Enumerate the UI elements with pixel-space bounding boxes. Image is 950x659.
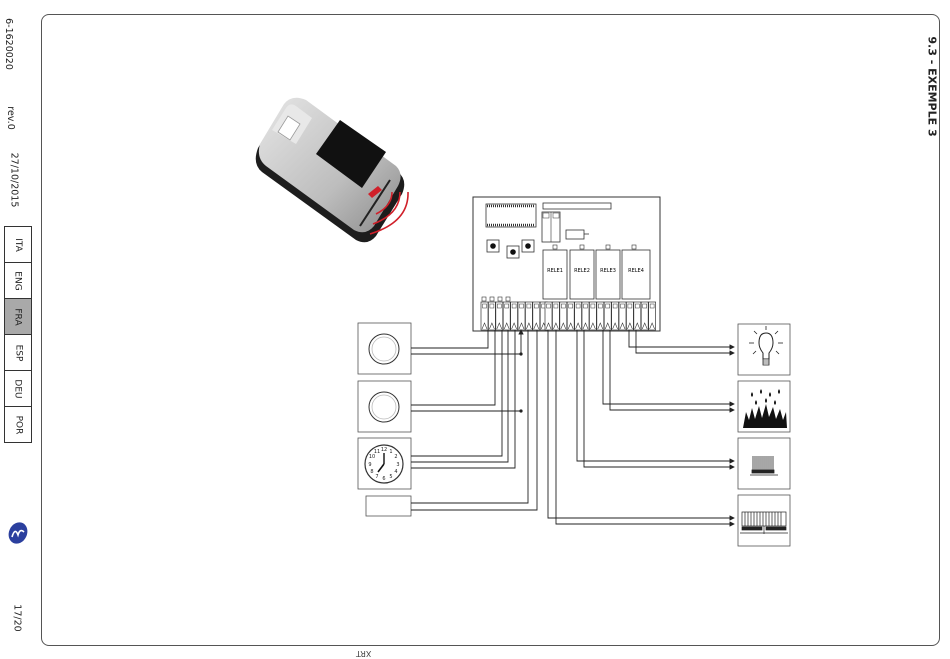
relay-label: RELE2	[574, 268, 590, 274]
terminal-screw	[628, 304, 632, 308]
svg-text:2: 2	[394, 454, 397, 460]
relay-label: RELE4	[628, 268, 644, 274]
light-output	[738, 324, 790, 375]
terminal-screw	[547, 304, 551, 308]
terminal-screw	[512, 304, 516, 308]
push-button-1	[358, 323, 411, 374]
terminal-screw	[584, 304, 588, 308]
svg-text:7: 7	[375, 474, 378, 480]
svg-text:1: 1	[389, 449, 392, 455]
terminal-screw	[554, 304, 558, 308]
terminal-screw	[598, 304, 602, 308]
terminal-screw	[520, 304, 524, 308]
terminal-screw	[576, 304, 580, 308]
terminal-screw	[643, 304, 647, 308]
terminal-screw	[635, 304, 639, 308]
relay-2: RELE2	[570, 250, 594, 299]
terminal-screw	[527, 304, 531, 308]
input-wires	[411, 330, 537, 510]
terminal-screw	[613, 304, 617, 308]
terminal-block	[481, 302, 656, 330]
relay-1: RELE1	[543, 250, 567, 299]
terminal-screw	[483, 304, 487, 308]
svg-text:11: 11	[374, 449, 380, 455]
terminal-screw	[490, 304, 494, 308]
svg-text:6: 6	[382, 476, 385, 482]
gate-output	[738, 438, 790, 489]
sliding-gate-output	[738, 495, 790, 546]
terminal-screw	[569, 304, 573, 308]
relay-label: RELE3	[600, 268, 616, 274]
relay-3: RELE3	[596, 250, 620, 299]
push-button-2	[358, 381, 411, 432]
svg-text:9: 9	[368, 462, 371, 468]
svg-text:4: 4	[394, 469, 397, 475]
relay-label: RELE1	[547, 268, 563, 274]
terminal-screw	[606, 304, 610, 308]
terminal-screw	[621, 304, 625, 308]
relay-4: RELE4	[622, 250, 650, 299]
svg-text:5: 5	[389, 474, 392, 480]
terminal-screw	[534, 304, 538, 308]
terminal-screw	[561, 304, 565, 308]
terminal-screw	[497, 304, 501, 308]
generic-input	[366, 496, 411, 516]
svg-text:12: 12	[381, 447, 387, 453]
output-wires	[548, 330, 734, 524]
terminal-screw	[591, 304, 595, 308]
terminal-screw	[650, 304, 654, 308]
terminal-screw	[505, 304, 509, 308]
svg-text:8: 8	[370, 469, 373, 475]
wire-junctions	[519, 352, 522, 412]
irrigation-output	[738, 381, 790, 432]
svg-text:3: 3	[396, 462, 399, 468]
